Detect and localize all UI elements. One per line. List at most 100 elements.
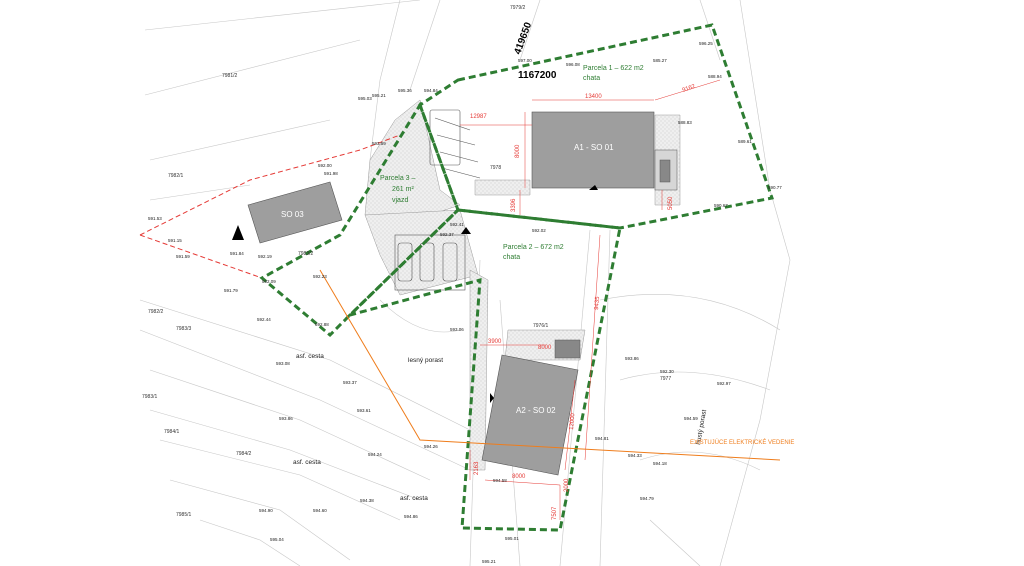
svg-text:7507: 7507 [552, 506, 558, 520]
svg-text:592.02: 592.02 [532, 228, 546, 233]
svg-text:asf. cesta: asf. cesta [400, 495, 428, 502]
svg-text:588.83: 588.83 [678, 120, 692, 125]
svg-text:7977: 7977 [660, 376, 671, 382]
svg-text:594.18: 594.18 [653, 461, 667, 466]
svg-text:7979/2: 7979/2 [510, 5, 526, 11]
svg-text:592.30: 592.30 [660, 369, 674, 374]
svg-text:592.00: 592.00 [318, 163, 332, 168]
parcel-1-label: Parcela 1 – 622 m2 [583, 65, 644, 72]
svg-text:9435: 9435 [594, 296, 601, 310]
svg-text:7976/1: 7976/1 [533, 323, 549, 329]
building-a1[interactable] [531, 111, 655, 189]
building-label-a2: A2 - SO 02 [516, 406, 556, 415]
svg-text:3396: 3396 [511, 198, 517, 212]
parcel-2-sub: chata [503, 254, 520, 261]
dimension-lines [460, 79, 721, 520]
svg-text:593.06: 593.06 [450, 327, 464, 332]
svg-text:9162: 9162 [682, 83, 697, 93]
parcel-2-border [344, 208, 622, 532]
svg-text:7985/1: 7985/1 [176, 512, 192, 518]
svg-text:5050: 5050 [668, 196, 674, 210]
svg-text:594.24: 594.24 [368, 452, 382, 457]
survey-points: 597.00 596.08 596.25 585.27 588.94 588.8… [148, 41, 782, 564]
coord-x: 1167200 [518, 70, 557, 81]
svg-text:8000: 8000 [538, 345, 552, 351]
svg-text:asf. cesta: asf. cesta [293, 459, 321, 466]
parcel-2-label: Parcela 2 – 672 m2 [503, 244, 564, 251]
svg-text:7983/1: 7983/1 [142, 394, 158, 400]
svg-text:2000: 2000 [564, 478, 570, 492]
svg-text:7981/2: 7981/2 [222, 73, 238, 79]
plot-numbers: 7979/2 7981/2 7982/1 7982/2 7983/3 7983/… [142, 5, 671, 518]
svg-text:591.15: 591.15 [168, 238, 182, 243]
svg-text:7983/2: 7983/2 [298, 251, 314, 257]
svg-text:591.98: 591.98 [324, 171, 338, 176]
coord-y: 419650 [512, 20, 534, 56]
svg-text:594.58: 594.58 [493, 478, 507, 483]
svg-text:592.23: 592.23 [313, 274, 327, 279]
svg-text:590.77: 590.77 [768, 185, 782, 190]
svg-text:asf. cesta: asf. cesta [296, 353, 324, 360]
svg-text:595.36: 595.36 [398, 88, 412, 93]
north-arrow-icon [461, 227, 471, 234]
svg-text:7983/3: 7983/3 [176, 326, 192, 332]
svg-text:594.86: 594.86 [404, 514, 418, 519]
svg-text:591.59: 591.59 [176, 254, 190, 259]
dimension-labels: 13400 9162 12987 8000 3396 5050 3900 800… [470, 83, 697, 520]
svg-text:595.21: 595.21 [482, 559, 496, 564]
svg-text:7982/2: 7982/2 [148, 309, 164, 315]
svg-text:596.25: 596.25 [699, 41, 713, 46]
parcel-borders [259, 23, 774, 532]
svg-text:592.09: 592.09 [262, 279, 276, 284]
terraces [554, 149, 678, 359]
svg-text:589.61: 589.61 [738, 139, 752, 144]
svg-text:593.37: 593.37 [343, 380, 357, 385]
cadastral-lines [139, 0, 791, 566]
svg-text:3900: 3900 [488, 339, 502, 345]
svg-text:592.97: 592.97 [717, 381, 731, 386]
parcel-1-sub: chata [583, 75, 600, 82]
svg-text:594.81: 594.81 [595, 436, 609, 441]
svg-text:592.19: 592.19 [258, 254, 272, 259]
svg-text:7984/2: 7984/2 [236, 451, 252, 457]
svg-text:596.08: 596.08 [566, 62, 580, 67]
svg-text:592.41: 592.41 [450, 222, 464, 227]
parcel-3-sub: vjazd [392, 197, 408, 204]
svg-text:597.00: 597.00 [518, 58, 532, 63]
building-so03[interactable] [247, 181, 343, 244]
parking-bottom [394, 234, 466, 291]
svg-text:594.79: 594.79 [640, 496, 654, 501]
building-label-a1: A1 - SO 01 [574, 143, 614, 152]
svg-text:585.27: 585.27 [653, 58, 667, 63]
parcel-3-border [259, 101, 460, 338]
power-line-label: EXISTUJÚCE ELEKTRICKÉ VEDENIE [690, 439, 794, 446]
building-label-so03: SO 03 [281, 210, 304, 219]
svg-text:594.84: 594.84 [424, 88, 438, 93]
svg-text:7982/1: 7982/1 [168, 173, 184, 179]
power-line [319, 269, 781, 461]
svg-text:592.44: 592.44 [257, 317, 271, 322]
svg-text:594.59: 594.59 [684, 416, 698, 421]
svg-text:595.04: 595.04 [270, 537, 284, 542]
svg-text:594.38: 594.38 [360, 498, 374, 503]
svg-text:595.01: 595.01 [505, 536, 519, 541]
svg-text:12000: 12000 [569, 412, 576, 430]
svg-text:2163: 2163 [474, 461, 480, 475]
svg-text:8000: 8000 [515, 144, 521, 158]
parcel-3-area: 261 m² [392, 186, 414, 193]
svg-text:593.61: 593.61 [357, 408, 371, 413]
svg-text:594.60: 594.60 [313, 508, 327, 513]
svg-text:593.86: 593.86 [625, 356, 639, 361]
svg-text:593.59: 593.59 [372, 141, 386, 146]
parking-top [429, 109, 481, 179]
svg-text:592.88: 592.88 [315, 322, 329, 327]
entrance-arrow-icon [490, 393, 494, 403]
svg-text:12987: 12987 [470, 114, 487, 120]
svg-text:594.26: 594.26 [424, 444, 438, 449]
svg-text:7978: 7978 [490, 165, 501, 171]
parcel-3-label: Parcela 3 – [380, 175, 416, 182]
building-a2[interactable] [481, 354, 579, 476]
svg-text:8000: 8000 [512, 474, 526, 480]
svg-text:595.03: 595.03 [358, 96, 372, 101]
